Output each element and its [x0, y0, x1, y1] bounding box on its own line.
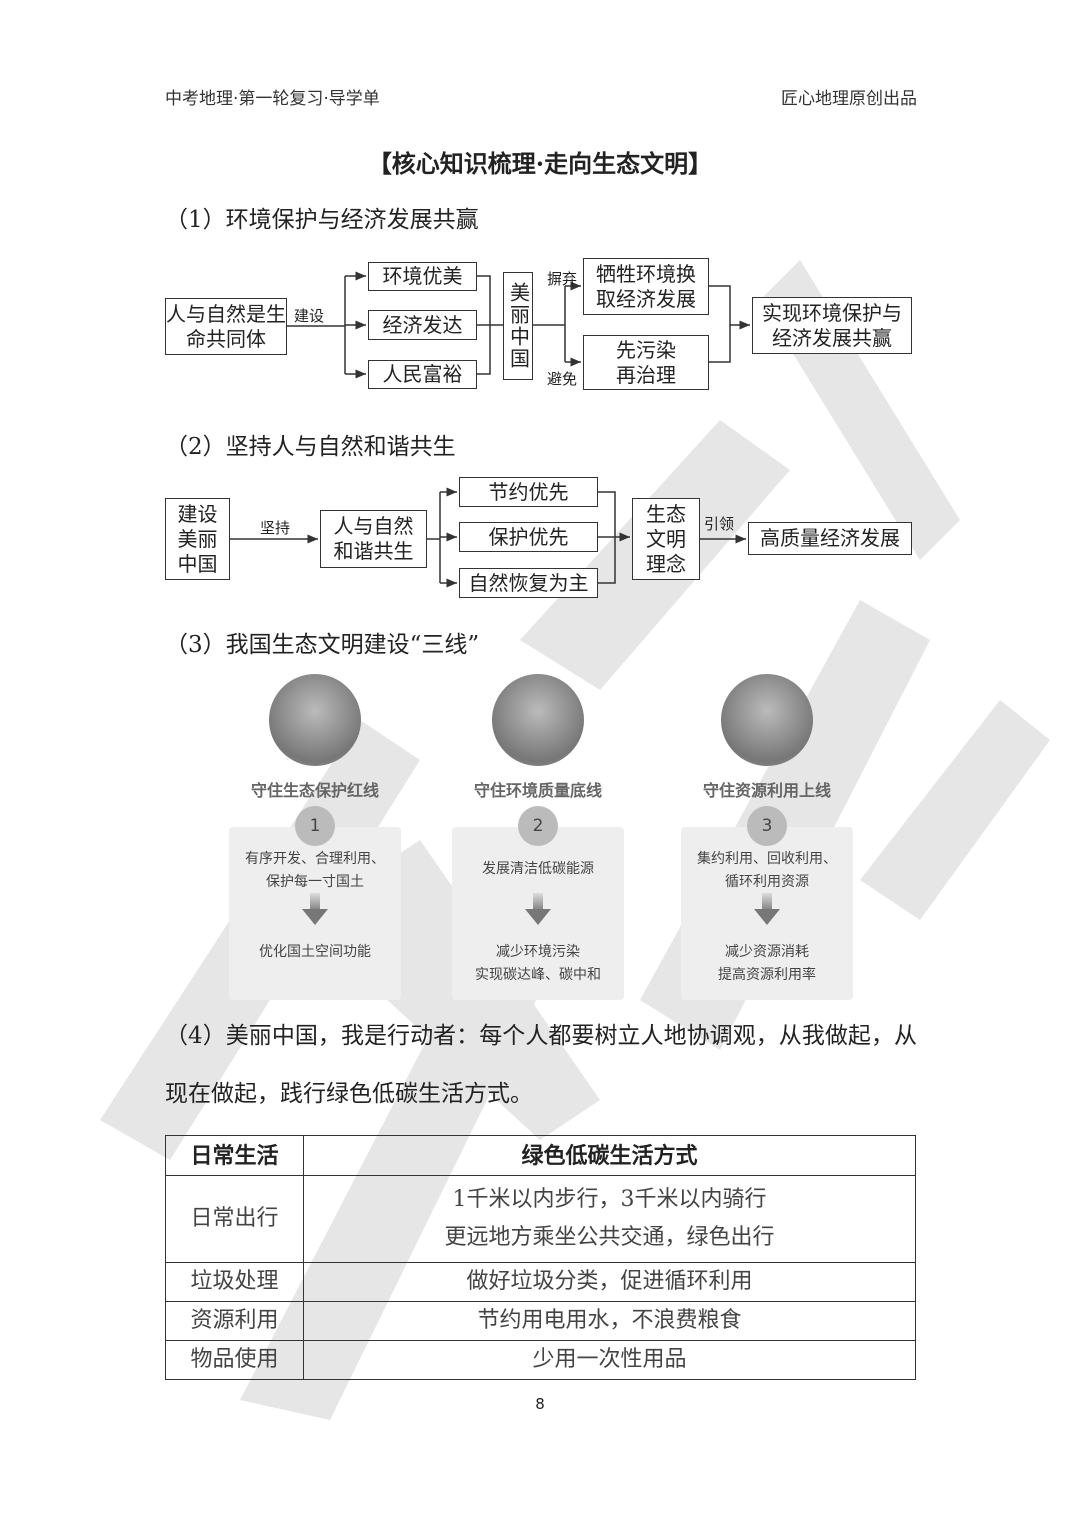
label-avoid: 避免 — [547, 370, 578, 388]
table-row: 资源利用节约用电用水，不浪费粮食 — [165, 1301, 916, 1341]
line-measure: 集约利用、回收利用、循环利用资源 — [697, 851, 837, 890]
line-number: 1 — [295, 806, 335, 846]
label-persist: 坚持 — [260, 519, 291, 537]
line-outcome: 减少资源消耗提高资源利用率 — [718, 944, 816, 983]
box-concept: 生态文明理念 — [632, 498, 700, 580]
box-result: 高质量经济发展 — [748, 522, 912, 555]
label-build: 建设 — [294, 307, 325, 325]
section4-text: （4）美丽中国，我是行动者：每个人都要树立人地协调观，从我做起，从现在做起，践行… — [165, 1023, 917, 1107]
page-number: 8 — [535, 1395, 545, 1413]
row-category: 资源利用 — [165, 1301, 304, 1341]
row-category: 日常出行 — [165, 1175, 304, 1263]
flow-connectors — [230, 271, 750, 588]
label-abandon: 摒弃 — [547, 270, 578, 288]
down-arrow-icon — [525, 909, 551, 925]
row-category: 物品使用 — [165, 1340, 304, 1380]
page-title: 【核心知识梳理·走向生态文明】 — [367, 149, 713, 178]
box-goal: 经济发达 — [368, 310, 477, 340]
line-outcome: 优化国土空间功能 — [259, 944, 371, 960]
line-measure: 有序开发、合理利用、保护每一寸国土 — [245, 851, 385, 890]
line-outcome: 减少环境污染实现碳达峰、碳中和 — [475, 944, 601, 983]
wind-turbine-icon — [492, 674, 584, 766]
down-arrow-icon — [754, 909, 780, 925]
line-number: 3 — [747, 806, 787, 846]
box-source: 建设美丽中国 — [165, 498, 230, 580]
down-arrow-icon — [762, 893, 772, 909]
section1-heading: （1）环境保护与经济发展共赢 — [165, 207, 479, 233]
row-category: 垃圾处理 — [165, 1262, 304, 1302]
box-bad2: 先污染再治理 — [583, 335, 709, 390]
row-practice: 做好垃圾分类，促进循环利用 — [303, 1262, 916, 1302]
section2-heading: （2）坚持人与自然和谐共生 — [165, 434, 456, 460]
label-lead: 引领 — [704, 515, 735, 533]
line-measure: 发展清洁低碳能源 — [482, 861, 594, 877]
header-left: 中考地理·第一轮复习·导学单 — [165, 89, 380, 109]
box-principle: 自然恢复为主 — [459, 568, 598, 598]
row-practice: 少用一次性用品 — [303, 1340, 916, 1380]
line-number: 2 — [518, 806, 558, 846]
table-row: 垃圾处理做好垃圾分类，促进循环利用 — [165, 1262, 916, 1302]
down-arrow-icon — [533, 893, 543, 909]
recycle-globe-icon — [721, 674, 813, 766]
mountain-landscape-icon — [269, 674, 361, 766]
table-header: 日常生活 — [165, 1135, 304, 1176]
row-practice: 节约用电用水，不浪费粮食 — [303, 1301, 916, 1341]
box-source: 人与自然是生命共同体 — [165, 298, 287, 355]
box-principle: 保护优先 — [459, 522, 598, 552]
down-arrow-icon — [302, 909, 328, 925]
section3-heading: （3）我国生态文明建设“三线” — [165, 632, 480, 658]
down-arrow-icon — [310, 893, 320, 909]
box-center: 美丽中国 — [503, 272, 533, 380]
line-title: 守住资源利用上线 — [702, 781, 831, 800]
header-right: 匠心地理原创出品 — [781, 89, 917, 109]
row-practice: 1千米以内步行，3千米以内骑行更远地方乘坐公共交通，绿色出行 — [303, 1175, 916, 1263]
table-header: 绿色低碳生活方式 — [303, 1135, 916, 1176]
line-title: 守住生态保护红线 — [250, 781, 379, 800]
table-row: 物品使用少用一次性用品 — [165, 1340, 916, 1380]
box-principle: 节约优先 — [459, 477, 598, 507]
box-bad1: 牺牲环境换取经济发展 — [583, 258, 709, 315]
line-title: 守住环境质量底线 — [473, 781, 602, 800]
box-result: 实现环境保护与经济发展共赢 — [752, 297, 912, 354]
box-goal: 人民富裕 — [368, 360, 477, 389]
box-core: 人与自然和谐共生 — [320, 510, 427, 568]
box-goal: 环境优美 — [368, 262, 477, 291]
